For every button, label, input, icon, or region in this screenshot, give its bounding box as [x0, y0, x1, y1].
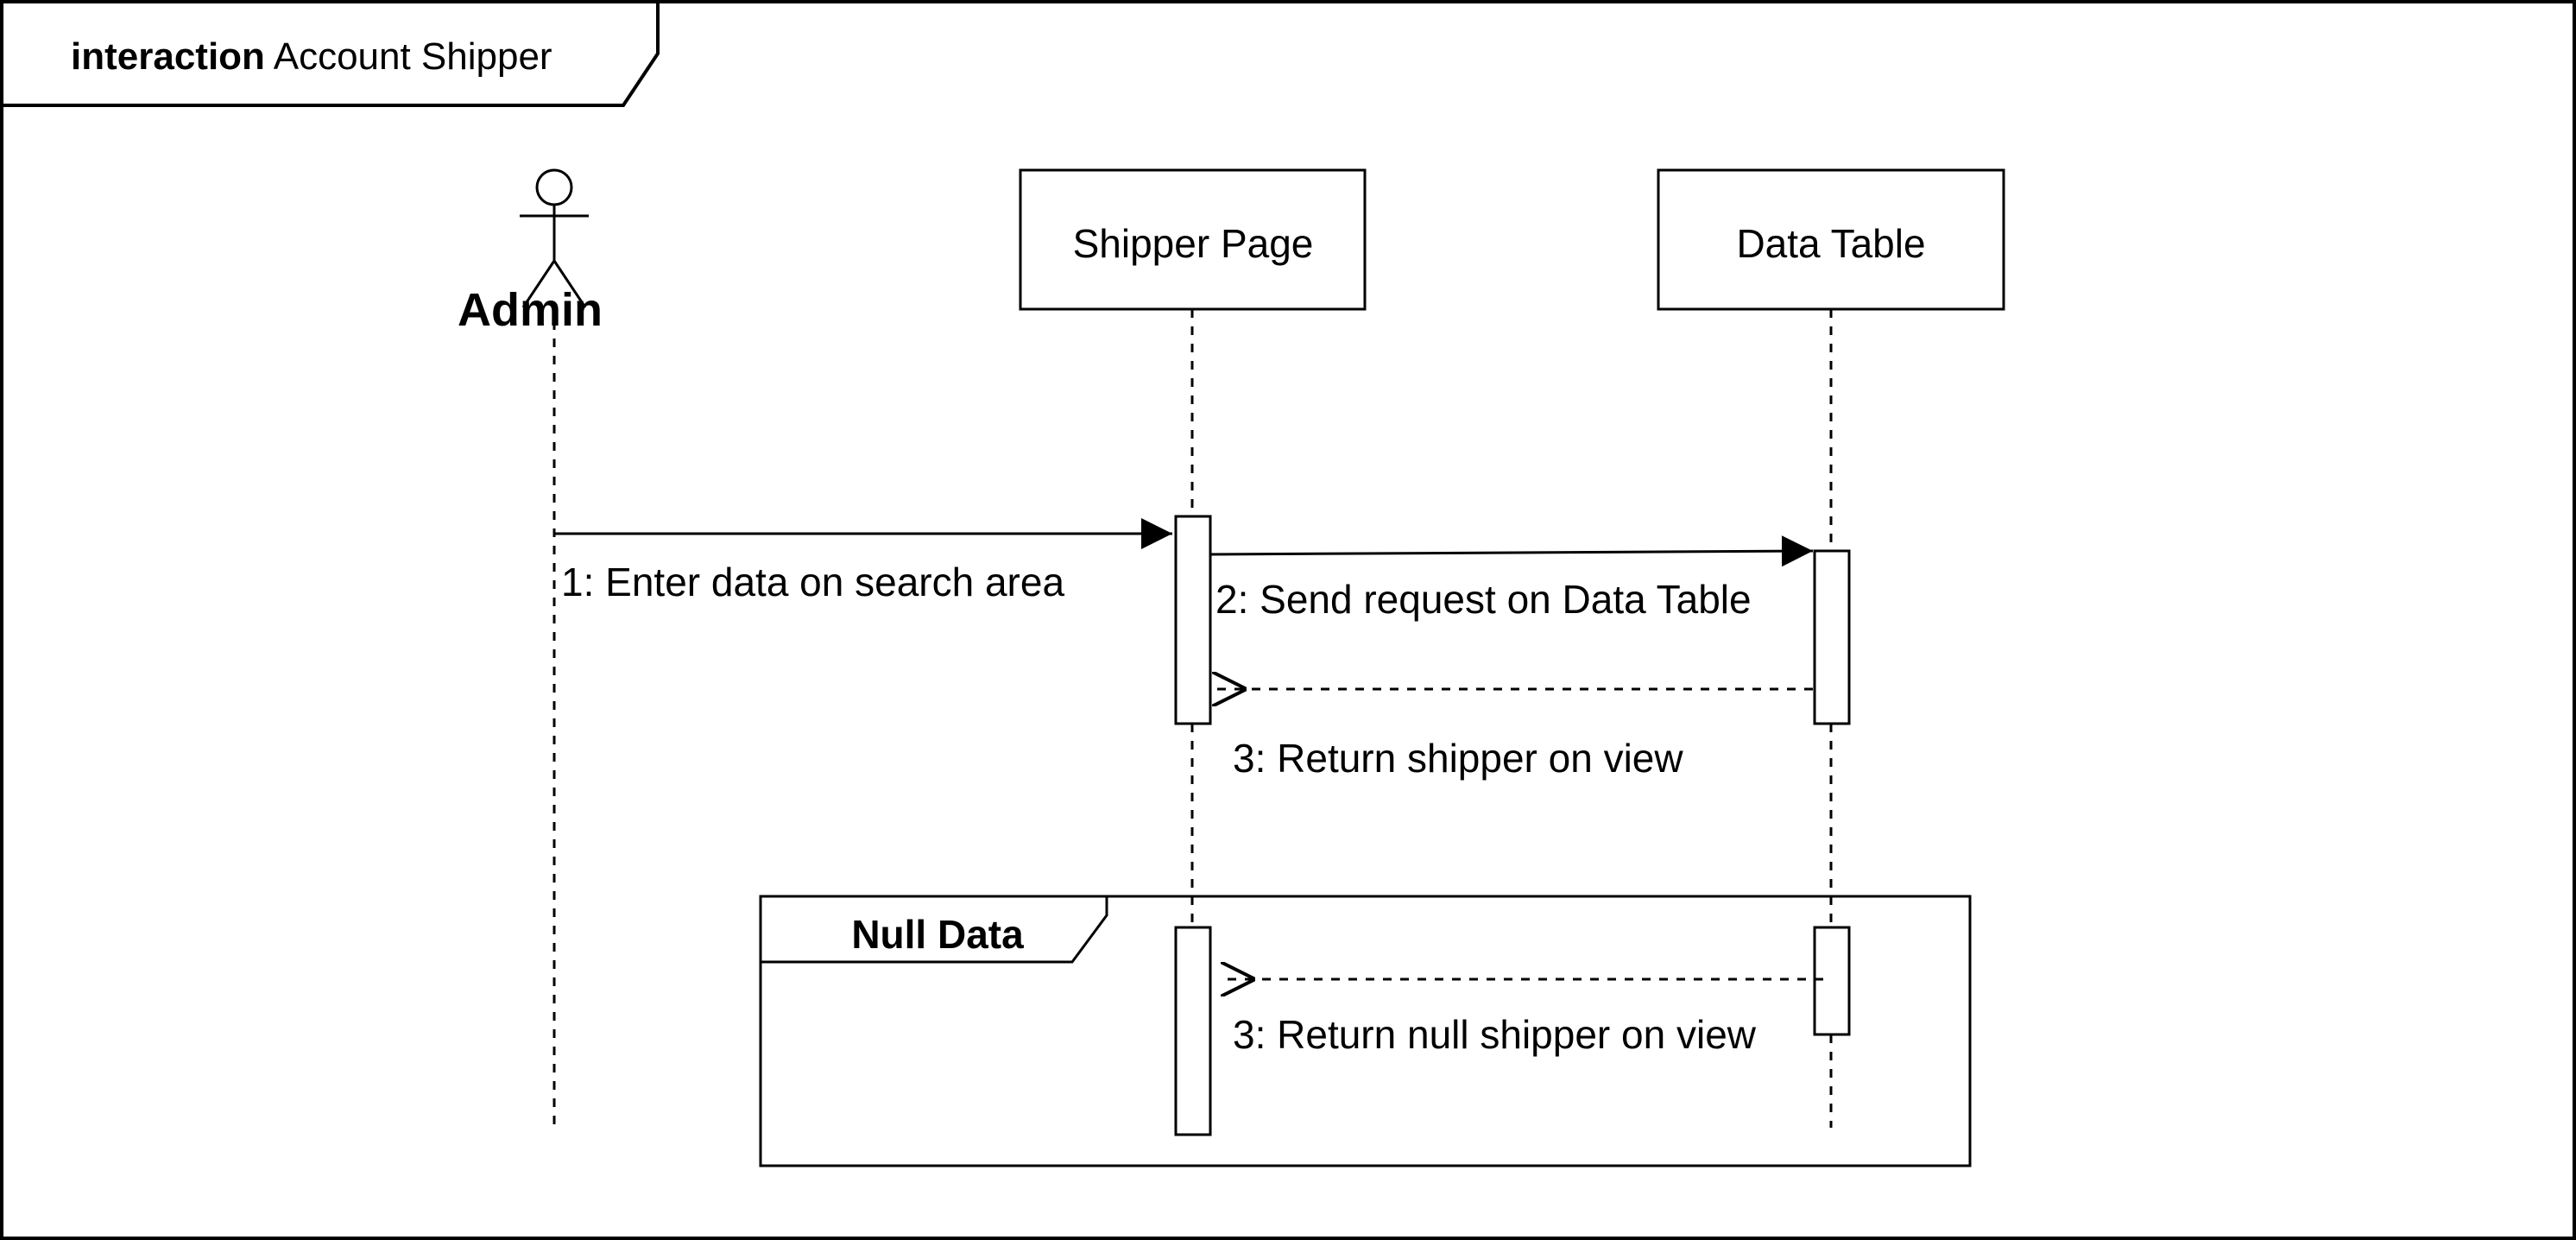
shipper-page-activation-1 — [1174, 515, 1212, 725]
data-table-box — [1657, 168, 2005, 311]
interaction-name: Account Shipper — [274, 35, 552, 78]
interaction-name-spacer — [265, 35, 274, 78]
admin-actor-label: Admin — [458, 284, 603, 336]
shipper-page-box — [1019, 168, 1367, 311]
message-3-null-label: 3: Return null shipper on view — [1233, 1012, 1757, 1057]
admin-actor-icon — [520, 168, 589, 308]
interaction-frame-tab — [2, 2, 660, 107]
message-2-label: 2: Send request on Data Table — [1215, 577, 1752, 622]
shipper-page-label: Shipper Page — [1073, 221, 1314, 266]
null-data-fragment-label: Null Data — [851, 912, 1024, 957]
null-data-fragment — [759, 895, 1972, 1167]
data-table-label: Data Table — [1736, 221, 1925, 266]
data-table-activation-2 — [1813, 926, 1851, 1036]
message-1-label: 1: Enter data on search area — [561, 560, 1064, 604]
interaction-frame-title: interaction Account Shipper — [71, 35, 552, 78]
data-table-object: Data Table — [1657, 168, 2005, 311]
shipper-page-object: Shipper Page — [1019, 168, 1367, 311]
message-3-label: 3: Return shipper on view — [1233, 736, 1683, 781]
shipper-page-activation-2 — [1174, 926, 1212, 1136]
null-data-fragment-tab — [761, 896, 1108, 964]
interaction-keyword: interaction — [71, 35, 265, 78]
data-table-activation-1 — [1813, 549, 1851, 725]
message-2-arrow — [1209, 535, 1814, 567]
